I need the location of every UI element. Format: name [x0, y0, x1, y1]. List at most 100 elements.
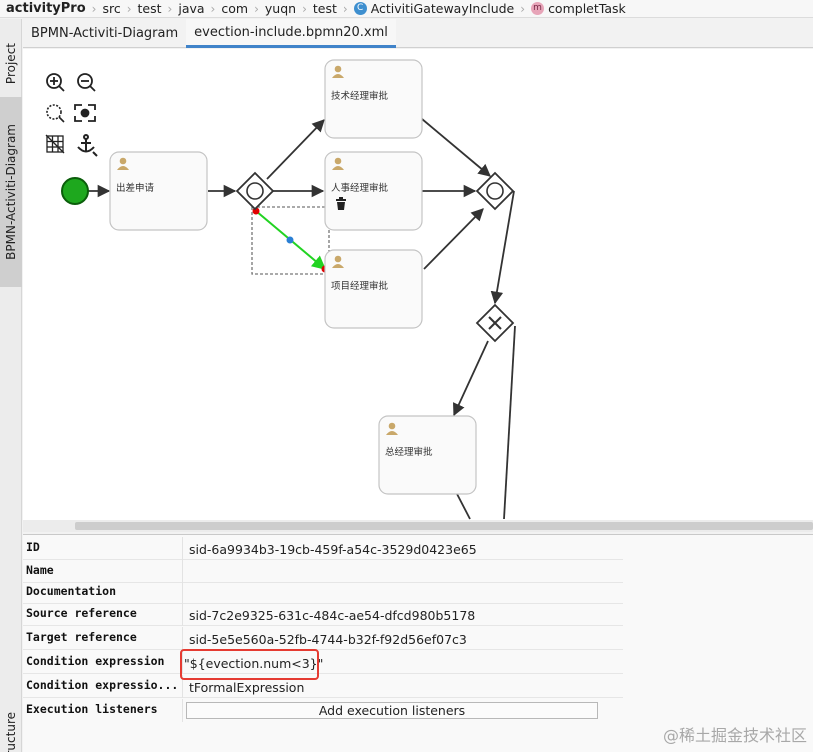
tool-window-strip: Project BPMN-Activiti-Diagram Structure — [0, 19, 22, 752]
task-hr-manager[interactable]: 人事经理审批 — [324, 151, 423, 231]
task-label: 出差申请 — [116, 182, 155, 194]
property-row-condition-expression-type: Condition expressio... tFormalExpression — [23, 675, 623, 698]
breadcrumb-java[interactable]: java — [178, 1, 205, 16]
structure-tool-tab[interactable]: Structure — [0, 709, 22, 752]
breadcrumb-class[interactable]: ActivitiGatewayInclude — [370, 1, 515, 16]
property-key: Target reference — [26, 630, 137, 644]
zoom-reset-icon[interactable] — [46, 104, 65, 123]
tab-bpmn-xml[interactable]: evection-include.bpmn20.xml — [186, 19, 396, 48]
anchor-icon[interactable] — [77, 134, 98, 157]
project-tool-tab[interactable]: Project — [0, 29, 22, 99]
zoom-in-icon[interactable] — [46, 73, 65, 92]
structure-tab-label: Structure — [4, 712, 18, 752]
add-execution-listeners-button[interactable]: Add execution listeners — [186, 702, 598, 719]
task-label: 技术经理审批 — [331, 90, 389, 102]
tab-bpmn-diagram[interactable]: BPMN-Activiti-Diagram — [23, 19, 186, 48]
divider — [182, 699, 183, 722]
breadcrumb-method[interactable]: completTask — [548, 1, 626, 16]
user-icon — [117, 157, 129, 170]
chevron-right-icon: › — [210, 1, 216, 16]
property-row-source-reference: Source reference sid-7c2e9325-631c-484c-… — [23, 603, 623, 626]
breadcrumb-yuqn[interactable]: yuqn — [264, 1, 297, 16]
property-row-id: ID sid-6a9934b3-19cb-459f-a54c-3529d0423… — [23, 537, 623, 560]
property-key: Condition expression — [26, 654, 165, 668]
divider — [182, 581, 183, 604]
property-key: Source reference — [26, 606, 137, 620]
breadcrumb-src[interactable]: src — [102, 1, 121, 16]
scrollbar-thumb[interactable] — [75, 522, 813, 530]
tab-label: BPMN-Activiti-Diagram — [31, 26, 179, 41]
project-tab-label: Project — [4, 43, 18, 85]
annotation-highlight-box — [180, 649, 319, 680]
task-project-manager[interactable]: 项目经理审批 — [324, 249, 423, 329]
sequence-flow[interactable] — [423, 208, 484, 270]
task-label: 项目经理审批 — [331, 280, 389, 292]
property-key: Name — [26, 563, 54, 577]
zoom-out-icon[interactable] — [77, 73, 96, 92]
task-general-manager[interactable]: 总经理审批 — [378, 415, 477, 495]
inclusive-gateway-split[interactable] — [235, 171, 275, 211]
sequence-flow[interactable] — [503, 325, 516, 520]
bpmn-tab-label: BPMN-Activiti-Diagram — [4, 124, 18, 260]
breadcrumb-project[interactable]: activityPro — [6, 1, 86, 16]
editor-tabs: BPMN-Activiti-Diagram evection-include.b… — [23, 19, 813, 48]
property-value-expression-type[interactable]: tFormalExpression — [189, 680, 305, 695]
user-icon — [332, 65, 344, 78]
bpmn-canvas[interactable]: 出差申请 技术经理审批 人事经理审批 项目经理审批 总经理审批 — [23, 49, 813, 532]
flow-midpoint-handle[interactable] — [286, 236, 294, 244]
chevron-right-icon: › — [302, 1, 307, 16]
sequence-flow[interactable] — [453, 340, 489, 417]
breadcrumb-com[interactable]: com — [221, 1, 249, 16]
property-row-condition-expression: Condition expression "${evection.num<3}" — [23, 651, 623, 674]
bpmn-diagram-tool-tab[interactable]: BPMN-Activiti-Diagram — [0, 97, 22, 287]
property-key: Condition expressio... — [26, 678, 179, 692]
tab-label: evection-include.bpmn20.xml — [194, 24, 388, 40]
property-row-name: Name — [23, 560, 623, 583]
sequence-flow[interactable] — [266, 119, 325, 180]
breadcrumb-test-package[interactable]: test — [312, 1, 337, 16]
chevron-right-icon: › — [126, 1, 132, 16]
exclusive-gateway[interactable] — [475, 303, 515, 343]
sequence-flow[interactable] — [421, 118, 491, 177]
property-key: Documentation — [26, 584, 117, 598]
sequence-flow[interactable] — [490, 190, 515, 305]
divider — [182, 537, 183, 560]
sequence-flow[interactable] — [455, 491, 471, 520]
properties-panel: ID sid-6a9934b3-19cb-459f-a54c-3529d0423… — [23, 534, 813, 752]
breadcrumb-test[interactable]: test — [137, 1, 162, 16]
chevron-right-icon: › — [342, 1, 348, 16]
task-label: 总经理审批 — [385, 446, 433, 458]
user-icon — [332, 157, 344, 170]
chevron-right-icon: › — [91, 1, 97, 16]
method-icon: m — [531, 2, 545, 15]
breadcrumb: activityPro › src › test › java › com › … — [0, 0, 813, 18]
property-row-target-reference: Target reference sid-5e5e560a-52fb-4744-… — [23, 627, 623, 650]
property-row-documentation: Documentation — [23, 581, 623, 604]
divider — [182, 560, 183, 583]
property-value-target-reference[interactable]: sid-5e5e560a-52fb-4744-b32f-f92d56ef07c3 — [189, 632, 467, 647]
selection-box — [251, 206, 330, 275]
task-label: 人事经理审批 — [331, 182, 389, 194]
divider — [182, 675, 183, 698]
task-tech-manager[interactable]: 技术经理审批 — [324, 59, 423, 139]
task-apply[interactable]: 出差申请 — [109, 151, 208, 231]
fit-to-screen-icon[interactable] — [74, 104, 96, 122]
trash-icon[interactable] — [336, 197, 346, 210]
divider — [182, 627, 183, 650]
chevron-right-icon: › — [167, 1, 173, 16]
divider — [182, 651, 183, 674]
chevron-right-icon: › — [254, 1, 259, 16]
property-value-source-reference[interactable]: sid-7c2e9325-631c-484c-ae54-dfcd980b5178 — [189, 608, 476, 623]
inclusive-gateway-join[interactable] — [475, 171, 515, 211]
divider — [182, 603, 183, 626]
user-icon — [332, 255, 344, 268]
property-value-id[interactable]: sid-6a9934b3-19cb-459f-a54c-3529d0423e65 — [189, 542, 477, 557]
grid-icon[interactable] — [45, 134, 65, 154]
class-icon: C — [353, 2, 367, 15]
condition-expression-field[interactable]: "${evection.num<3}" — [184, 656, 324, 671]
user-icon — [386, 422, 398, 435]
property-key: ID — [26, 540, 40, 554]
horizontal-scrollbar[interactable] — [23, 520, 813, 532]
watermark: @稀土掘金技术社区 — [662, 726, 807, 745]
start-event[interactable] — [61, 177, 89, 205]
